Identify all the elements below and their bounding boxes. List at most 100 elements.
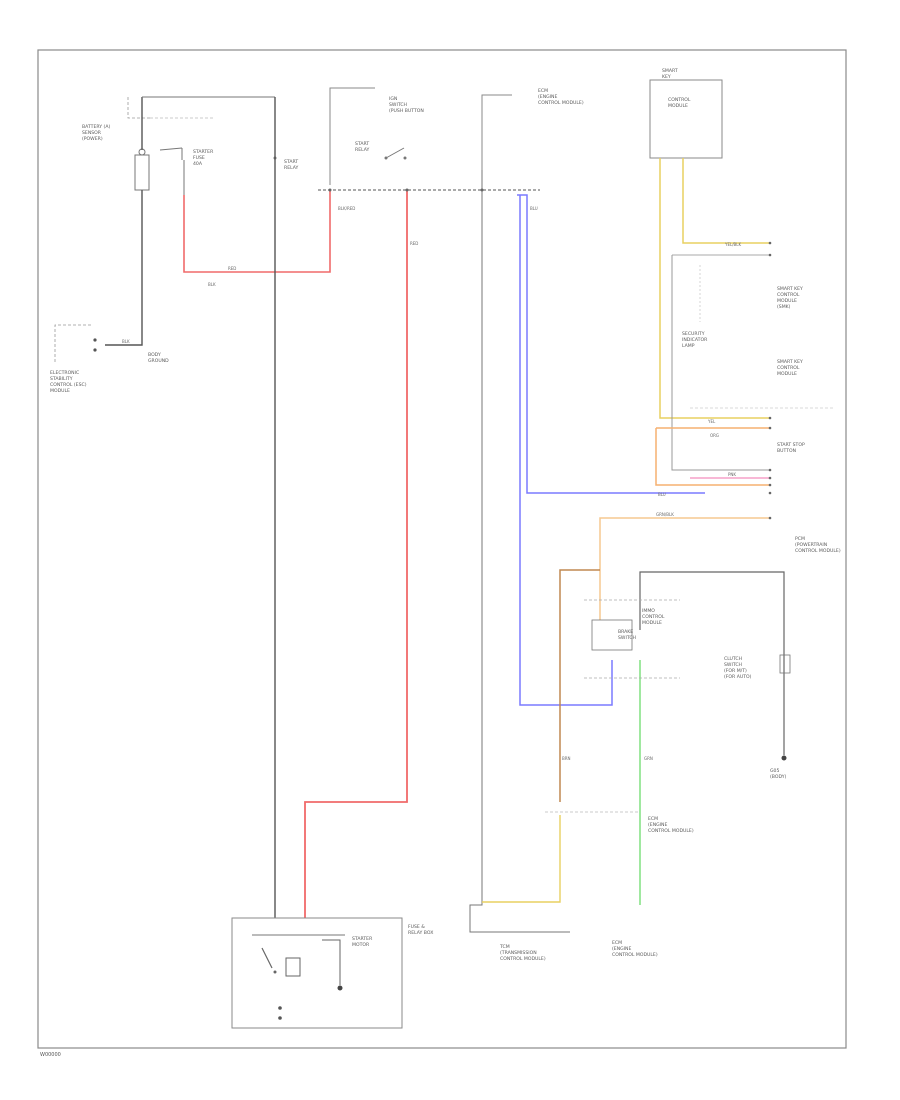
battery-sensor-l2: SENSOR <box>82 130 102 136</box>
starter-motor: STARTER MOTOR FUSE & RELAY BOX <box>231 917 433 1029</box>
clutch-l4: (FOR AUTO) <box>724 674 752 680</box>
wire-clutch <box>639 571 785 755</box>
esc-l4: MODULE <box>50 388 70 394</box>
sk-l3: MODULE <box>777 298 797 304</box>
wire-brake-feed <box>599 517 770 620</box>
ground-left-l2: GROUND <box>148 358 169 364</box>
start-relay-l2: RELAY <box>284 165 299 171</box>
sec-l1: SECURITY <box>682 331 705 337</box>
ignition-l2: SWITCH <box>389 102 407 108</box>
wl-9: GRN <box>644 756 653 761</box>
tcm-l1: TCM <box>499 944 510 950</box>
starter-l2: MOTOR <box>352 942 370 948</box>
wl-5: BLK/RED <box>338 206 355 211</box>
sks-l3: MODULE <box>777 371 797 377</box>
diagram-code: W00000 <box>40 1052 61 1058</box>
sec-l2: INDICATOR <box>682 337 708 343</box>
btn-l1: START STOP <box>777 442 805 448</box>
tcm-l2: (TRANSMISSION <box>500 950 537 956</box>
wl-2: RED <box>228 266 236 271</box>
ecm-b-l3: CONTROL MODULE) <box>612 952 658 958</box>
battery-sensor-l1: BATTERY (A) <box>82 124 110 130</box>
wl-4: RED <box>410 241 418 246</box>
clutch-l2: SWITCH <box>724 662 742 668</box>
esc-l3: CONTROL (ESC) <box>50 382 87 388</box>
wl-6: BLU <box>530 206 538 211</box>
immo-l2: CONTROL <box>642 614 665 620</box>
sks-l2: CONTROL <box>777 365 800 371</box>
ecm-b-l1: ECM <box>612 940 622 946</box>
ecm-lower-l3: CONTROL MODULE) <box>648 828 694 834</box>
tcm-l3: CONTROL MODULE) <box>500 956 546 962</box>
ignition-switch-box: IGN SWITCH (PUSH BUTTON START RELAY <box>329 87 424 185</box>
starter-fuse: STARTER FUSE 40A <box>159 147 214 167</box>
start-relay2-l1: START <box>355 141 369 147</box>
smart-key-l3: CONTROL <box>668 97 691 103</box>
ecm-upper-l2: (ENGINE <box>538 94 557 100</box>
start-relay-top: START RELAY <box>273 156 299 171</box>
clutch-l1: CLUTCH <box>724 656 742 662</box>
wl-11: ORG <box>710 433 719 438</box>
wl-12: YEL/BLK <box>724 242 742 247</box>
starter-fuse-l2: FUSE <box>193 155 205 161</box>
ecm-upper: ECM (ENGINE CONTROL MODULE) <box>481 88 584 170</box>
start-relay2-l2: RELAY <box>355 147 370 153</box>
clutch-switch: CLUTCH SWITCH (FOR M/T) (FOR AUTO) G05 (… <box>724 654 791 780</box>
wire-blue <box>517 194 705 494</box>
starter-fuse-l3: 40A <box>193 161 203 167</box>
esc-l1: ELECTRONIC <box>50 370 79 376</box>
smart-key-connector: SMART KEY CONTROL MODULE (SMK) SECURITY … <box>682 265 841 554</box>
ground-g-l2: (BODY) <box>770 774 787 780</box>
brake-switch: BRAKE SWITCH IMMO CONTROL MODULE <box>584 599 680 679</box>
ecm-upper-l1: ECM <box>538 88 548 94</box>
bottom-labels: TCM (TRANSMISSION CONTROL MODULE) ECM (E… <box>499 940 658 962</box>
wl-1: BLK <box>208 282 216 287</box>
btn-l2: BUTTON <box>777 448 796 454</box>
wl-8: YEL <box>707 419 716 424</box>
ecm-lower-l2: (ENGINE <box>648 822 667 828</box>
ecm-lower: ECM (ENGINE CONTROL MODULE) <box>545 811 694 834</box>
sks-l1: SMART KEY <box>777 359 803 365</box>
wire-brown <box>559 569 600 802</box>
connector-pins <box>328 188 772 520</box>
sk-l2: CONTROL <box>777 292 800 298</box>
wire-yellow <box>659 158 770 419</box>
wire-color-tags: BLK RED BLK RED BLK/RED BLU BLU YEL GRN … <box>122 206 742 761</box>
starter-fuse-l1: STARTER <box>193 149 214 155</box>
pcm-l2: (POWERTRAIN <box>795 542 827 548</box>
sk-l1: SMART KEY <box>777 286 803 292</box>
smart-key-l1: SMART <box>662 68 678 74</box>
wl-14: GRN/BLK <box>656 512 674 517</box>
ground-g-l1: G05 <box>770 768 779 774</box>
esc-module: ELECTRONIC STABILITY CONTROL (ESC) MODUL… <box>50 324 169 394</box>
wire-ecm-black <box>469 170 570 933</box>
wire-orange <box>655 428 770 486</box>
battery-sensor-l3: (POWER) <box>82 136 103 142</box>
ignition-l3: (PUSH BUTTON <box>389 108 424 114</box>
wire-red-fuse <box>183 190 331 273</box>
sec-l3: LAMP <box>682 343 695 349</box>
smart-key-l2: KEY <box>662 74 671 80</box>
start-relay-l1: START <box>284 159 298 165</box>
smart-key-module: SMART KEY CONTROL MODULE <box>649 68 723 159</box>
diagram-frame <box>37 49 847 1049</box>
smart-key-l4: MODULE <box>668 103 688 109</box>
ignition-l1: IGN <box>389 96 397 102</box>
ecm-upper-l3: CONTROL MODULE) <box>538 100 584 106</box>
relay-box-l2: RELAY BOX <box>408 930 433 936</box>
pcm-l3: CONTROL MODULE) <box>795 548 841 554</box>
battery-sensor: BATTERY (A) SENSOR (POWER) <box>82 97 215 191</box>
starter-l1: STARTER <box>352 936 373 942</box>
wl-13: PNK <box>728 472 736 477</box>
esc-l2: STABILITY <box>50 376 73 382</box>
ecm-b-l2: (ENGINE <box>612 946 631 952</box>
wire-red-starter <box>304 190 408 918</box>
immo-l1: IMMO <box>642 608 655 614</box>
wl-3: BLK <box>122 339 130 344</box>
relay-box-l1: FUSE & <box>408 924 425 930</box>
wl-7: BLU <box>658 492 666 497</box>
pcm-l1: PCM <box>795 536 805 542</box>
wire-battery-ground <box>105 190 143 346</box>
immo-l3: MODULE <box>642 620 662 626</box>
